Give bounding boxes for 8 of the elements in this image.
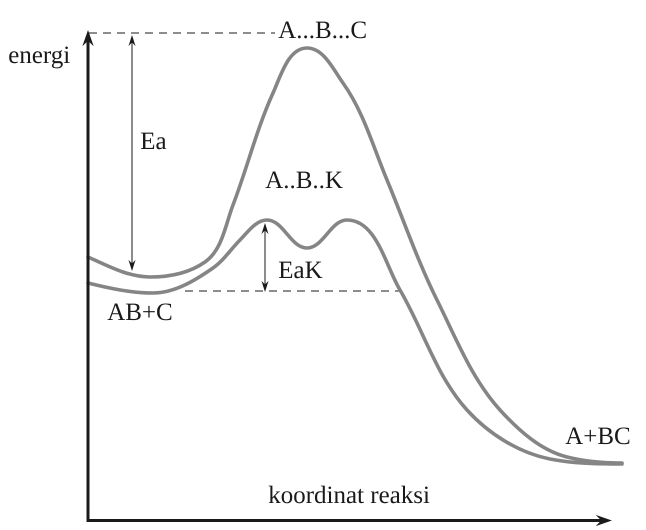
axis-label: koordinat reaksi	[268, 486, 430, 504]
state-label: A...B...C	[278, 21, 366, 38]
state-label: AB+C	[107, 303, 172, 320]
dimension-label: EaK	[278, 262, 322, 278]
state-label: A+BC	[565, 427, 630, 444]
axis-label: energi	[9, 46, 70, 68]
state-label: A..B..K	[265, 172, 343, 188]
dimension-label: Ea	[140, 132, 166, 150]
